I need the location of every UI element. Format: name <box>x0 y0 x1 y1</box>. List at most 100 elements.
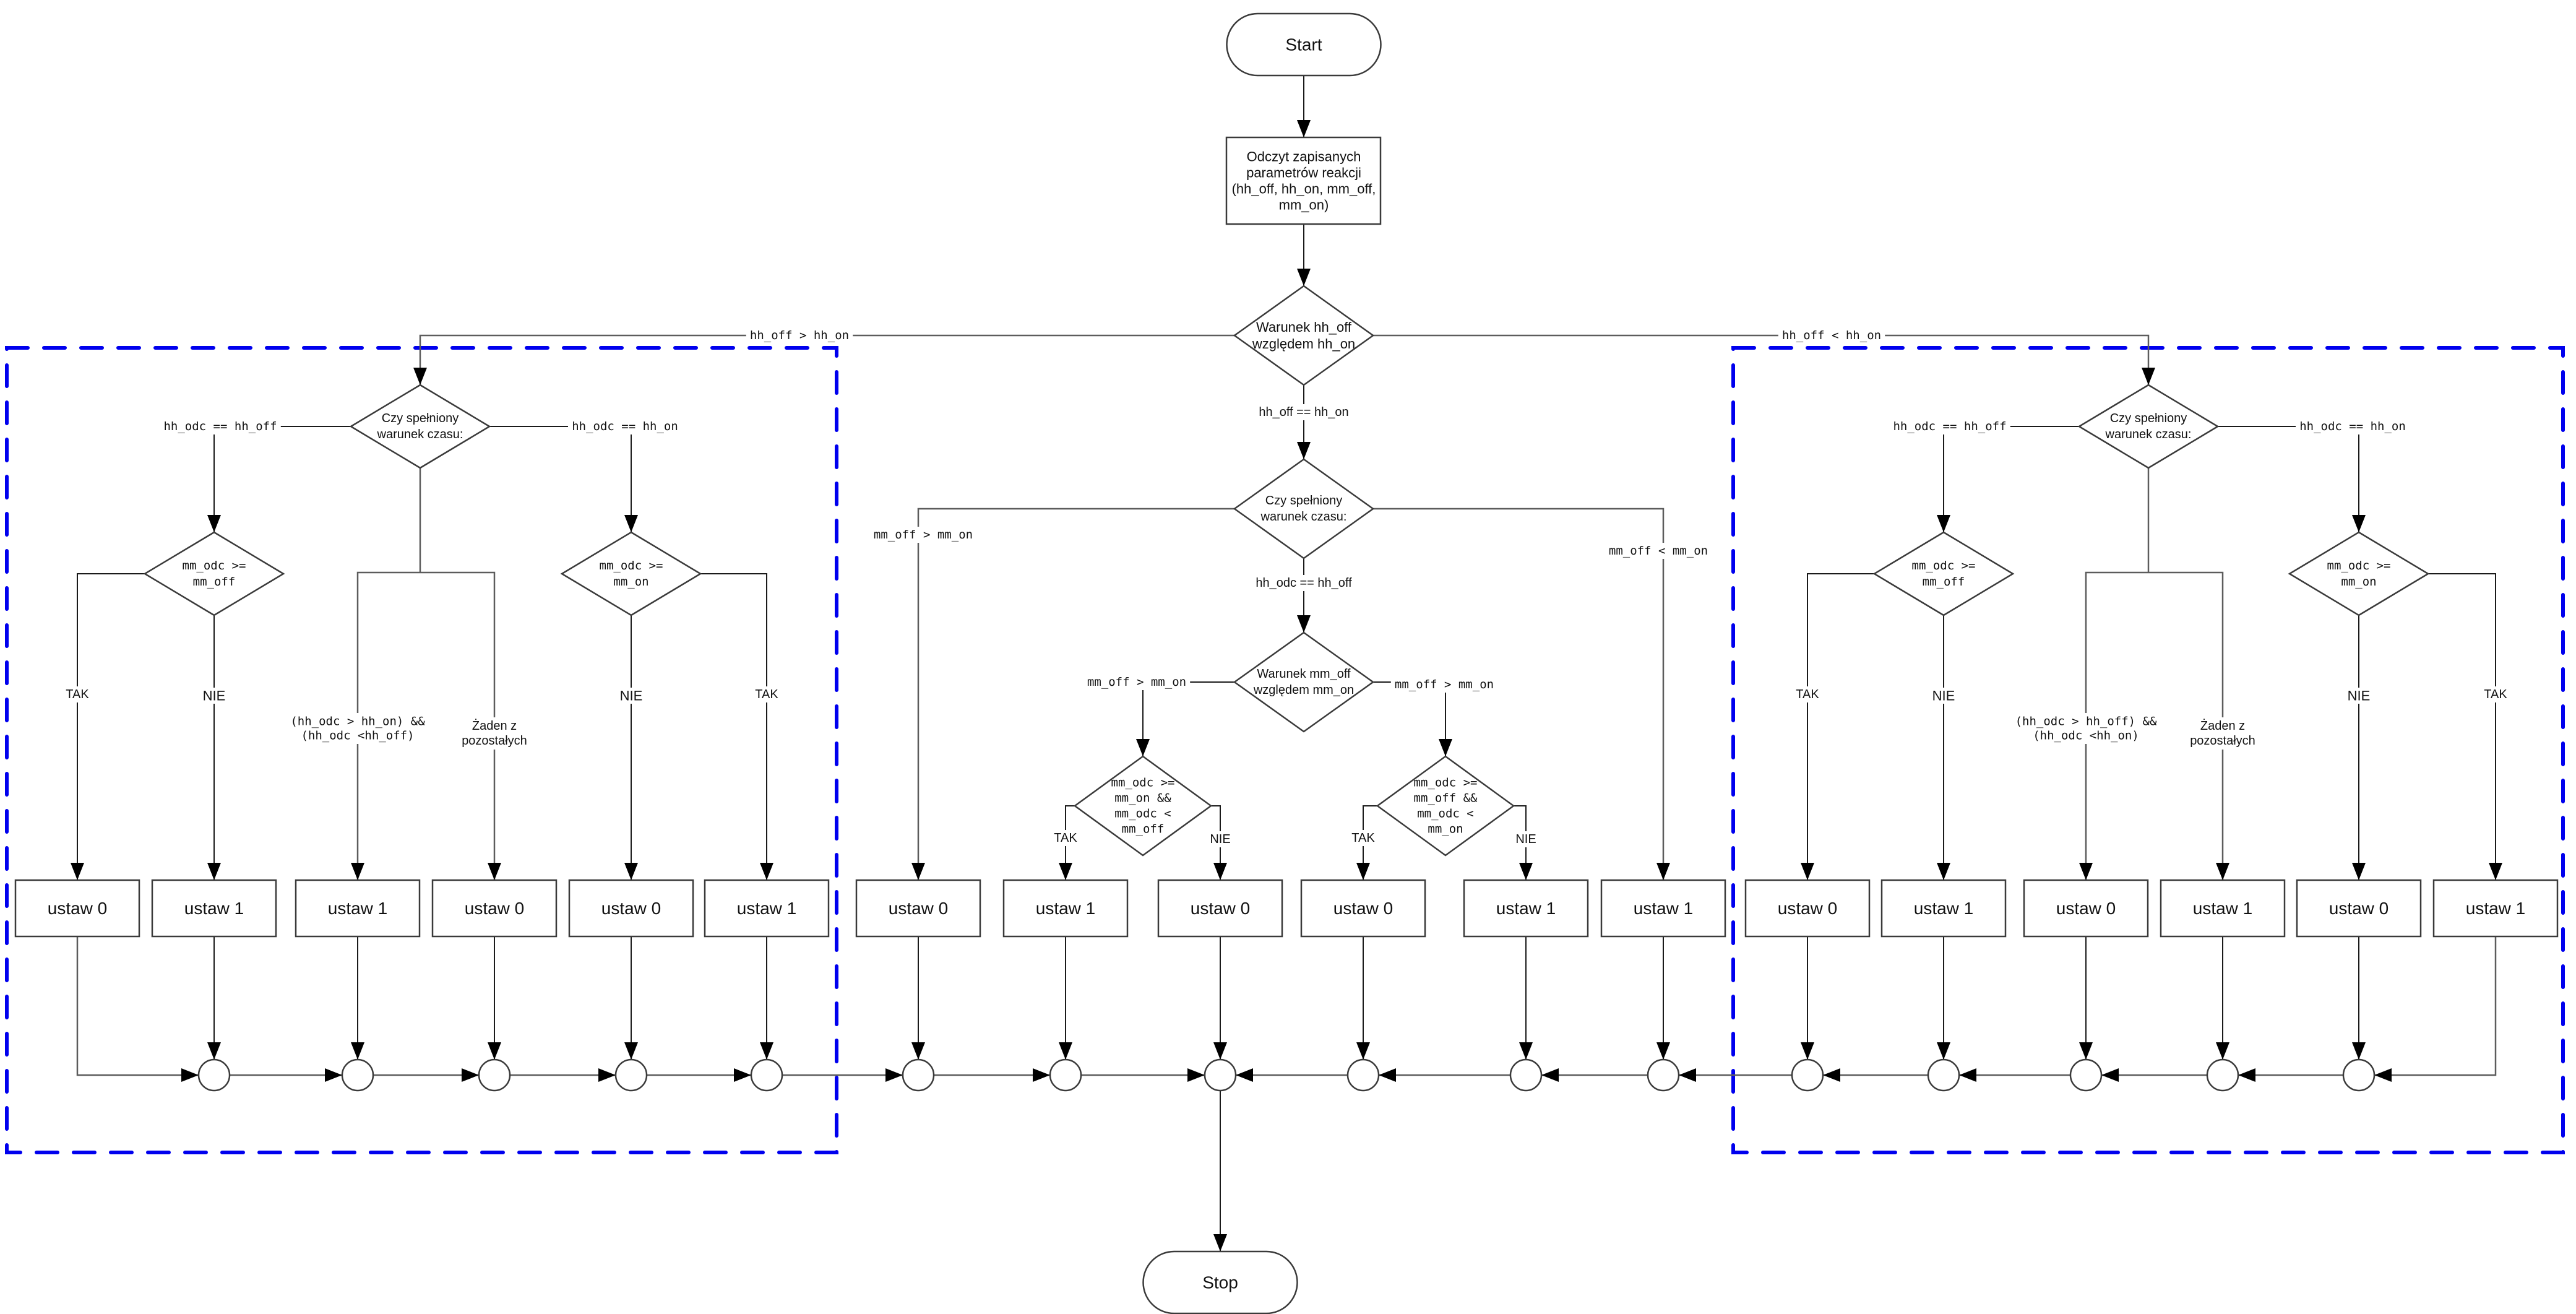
right-group-action-box[interactable] <box>1744 879 1871 938</box>
center-action-box[interactable] <box>1463 879 1589 938</box>
arrowhead-icon <box>2142 368 2155 385</box>
arrowhead-icon <box>1033 1068 1050 1082</box>
center-branch-label-down-line: hh_odc == hh_off <box>1256 576 1352 590</box>
right-group-action-label: ustaw 0 <box>1778 899 1838 918</box>
arrowhead-icon <box>1187 1068 1205 1082</box>
start-terminator[interactable] <box>1226 12 1382 77</box>
left-group-mm-decision-left <box>143 531 285 616</box>
start-label: Start <box>1285 35 1322 54</box>
center-branch-left-line <box>917 508 1234 880</box>
arrowhead-icon <box>1356 863 1370 880</box>
merge-connector <box>478 1058 511 1092</box>
arrowhead-icon <box>207 863 221 880</box>
right-group-branch-label-mid-b-line: pozostałych <box>2190 734 2255 748</box>
arrowhead-icon <box>624 863 638 880</box>
arrowhead-icon <box>1213 863 1227 880</box>
center-mm-compare-label-right-line: mm_off > mm_on <box>1395 678 1494 691</box>
left-group-action-box[interactable] <box>14 879 140 938</box>
left-group-mm-decision-right <box>560 531 702 616</box>
label-background <box>200 688 228 704</box>
left-group-action-label-line: ustaw 0 <box>48 899 108 918</box>
left-group-branch-label-left-line: hh_odc == hh_off <box>163 420 277 433</box>
arrowhead-icon <box>2216 1042 2229 1060</box>
right-group-mm-decision-right <box>2288 531 2430 616</box>
read-parameters-label-line: Odczyt zapisanych <box>1247 149 1361 165</box>
left-group-mm-decision-left-label-line: mm_off <box>193 575 236 589</box>
branch-label-hh-off-lt-hh-on: hh_off < hh_on <box>1778 327 1885 344</box>
label-background <box>1246 575 1361 591</box>
branch-hh-off-lt-hh-on-line <box>1373 334 2150 385</box>
merge-connector <box>2342 1058 2376 1092</box>
left-group-action-box[interactable] <box>151 879 277 938</box>
group-box-hh-off-gt-hh-on <box>5 346 838 1154</box>
right-group-mm-decision-left-label-line: mm_odc >= <box>1912 559 1976 573</box>
left-group-mm-decision-left-label-line: mm_odc >= <box>183 559 246 573</box>
center-action-label: ustaw 0 <box>1191 899 1251 918</box>
arrowhead-icon <box>760 863 773 880</box>
left-group-branch-label-left: hh_odc == hh_off <box>160 418 281 434</box>
left-group-action-box[interactable] <box>704 879 830 938</box>
right-group-action-label-line: ustaw 0 <box>2056 899 2116 918</box>
right-group-mm-left-yes-line <box>1807 573 1874 880</box>
center-range-right-decision-yes-line <box>1363 805 1377 880</box>
center-range-left-decision-no-line <box>1211 805 1221 880</box>
arrowhead-icon <box>462 1068 479 1082</box>
arrowhead-icon <box>1297 615 1311 633</box>
center-action-box[interactable] <box>855 879 981 938</box>
center-range-left-decision <box>1073 755 1213 857</box>
label-background <box>2296 418 2410 434</box>
arrowhead-icon <box>2352 863 2366 880</box>
stop-label: Stop <box>1202 1273 1238 1292</box>
right-group-mm-right-no-label-line: NIE <box>2348 688 2371 704</box>
right-group-branch-label-mid-a-line: (hh_odc > hh_off) && <box>2015 715 2157 728</box>
branch-label-hh-off-gt-hh-on-line: hh_off > hh_on <box>750 329 849 342</box>
right-group-mm-left-no-label: NIE <box>1930 688 1957 704</box>
left-group-action-box[interactable] <box>568 879 694 938</box>
left-group-mm-decision-right-label-line: mm_odc >= <box>600 559 663 573</box>
right-group-mm-decision-right-label-line: mm_odc >= <box>2327 559 2391 573</box>
center-action-box[interactable] <box>1600 879 1726 938</box>
left-group-mm-decision-right-label-line: mm_on <box>613 575 648 589</box>
right-group-mm-left-yes-label-line: TAK <box>1796 688 1819 701</box>
center-time-decision <box>1233 458 1375 560</box>
left-group-action-label-line: ustaw 1 <box>328 899 388 918</box>
left-group-branch-label-mid-b-line: Żaden z <box>472 719 517 733</box>
right-group-branch-label-right: hh_odc == hh_on <box>2296 418 2410 434</box>
start-label-line: Start <box>1285 35 1322 54</box>
label-background <box>1778 327 1885 344</box>
right-group-branch-hh-odc-on-line <box>2218 426 2359 532</box>
center-range-right-decision-no-label-line: NIE <box>1515 832 1536 846</box>
right-group-action-box[interactable] <box>1880 879 2007 938</box>
right-group-action-box[interactable] <box>2296 879 2422 938</box>
center-action-box[interactable] <box>1300 879 1426 938</box>
center-action-box[interactable] <box>1157 879 1283 938</box>
left-group-action-box[interactable] <box>295 879 421 938</box>
arrowhead-icon <box>207 1042 221 1060</box>
right-group-action-box[interactable] <box>2023 879 2149 938</box>
stop-terminator[interactable] <box>1142 1250 1298 1314</box>
arrowhead-icon <box>598 1068 616 1082</box>
center-range-left-decision-yes-label-line: TAK <box>1054 831 1077 845</box>
merge-connector <box>750 1058 783 1092</box>
center-action-box[interactable] <box>1002 879 1129 938</box>
right-group-action-box[interactable] <box>2432 879 2559 938</box>
merge-connector <box>2206 1058 2239 1092</box>
arrowhead-icon <box>1656 1042 1670 1060</box>
right-group-time-decision <box>2077 384 2220 469</box>
merge-connector <box>1049 1058 1082 1092</box>
center-range-left-decision-label: mm_odc >=mm_on &&mm_odc <mm_off <box>1111 776 1175 836</box>
label-background <box>64 686 91 702</box>
label-background <box>2345 688 2372 704</box>
merge-connector <box>1346 1058 1380 1092</box>
left-group-action-label: ustaw 0 <box>601 899 661 918</box>
left-group-action-box[interactable] <box>431 879 558 938</box>
right-group-action-box[interactable] <box>2160 879 2286 938</box>
arrowhead-icon <box>488 863 501 880</box>
center-range-right-decision-no-line <box>1514 805 1527 880</box>
label-background <box>1083 674 1191 690</box>
left-group-mm-decision-right-label: mm_odc >= mm_on <box>600 559 663 589</box>
